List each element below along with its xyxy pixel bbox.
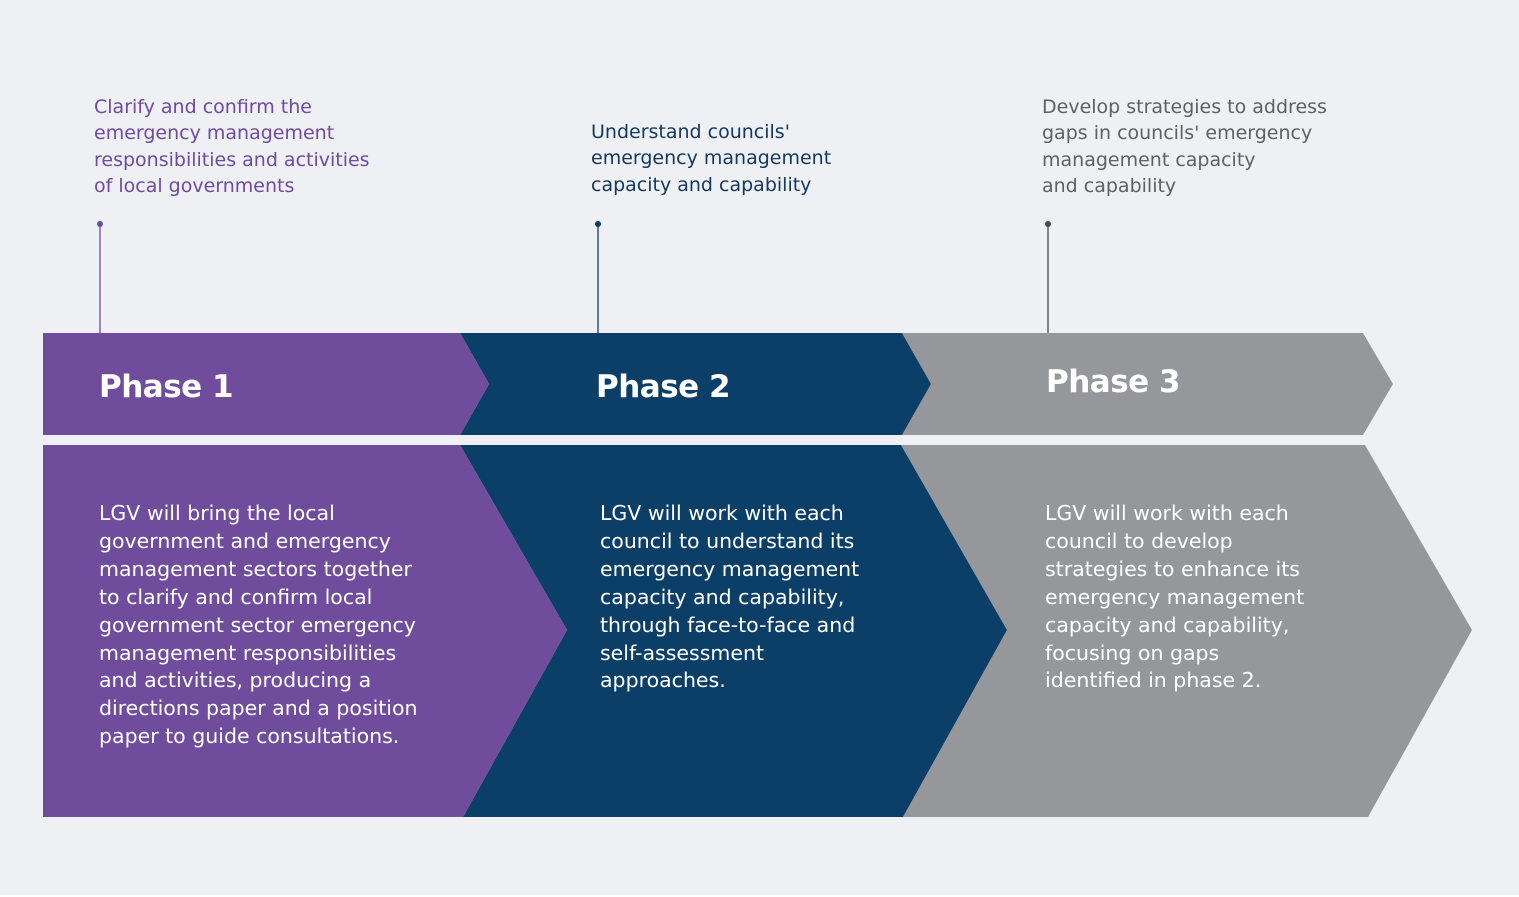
phase-3-connector-dot	[1045, 221, 1051, 227]
phase-3-header-chevron	[902, 333, 1393, 435]
phase-2-header-chevron	[460, 333, 931, 435]
phase-1-goal: Clarify and confirm the emergency manage…	[94, 96, 370, 198]
phase-2-connector-dot	[595, 221, 601, 227]
phase-2-goal: Understand councils' emergency managemen…	[591, 121, 832, 196]
phase-2-body-chevron	[460, 445, 1007, 817]
phase-3-body-chevron	[901, 445, 1472, 817]
phase-1-title: Phase 1	[99, 369, 234, 405]
phase-3-goal: Develop strategies to address gaps in co…	[1042, 96, 1327, 198]
phase-2-description: LGV will work with each council to under…	[600, 501, 860, 693]
phase-3-description: LGV will work with each council to devel…	[1045, 501, 1305, 693]
phase-1-description: LGV will bring the local government and …	[99, 501, 418, 749]
phase-1-header-chevron	[43, 333, 489, 435]
goal-connectors	[97, 221, 1051, 333]
phase-2-title: Phase 2	[596, 369, 731, 405]
phase-3-title: Phase 3	[1046, 364, 1181, 400]
phase-1-connector-dot	[97, 221, 103, 227]
phase-1-body-chevron	[43, 445, 567, 817]
